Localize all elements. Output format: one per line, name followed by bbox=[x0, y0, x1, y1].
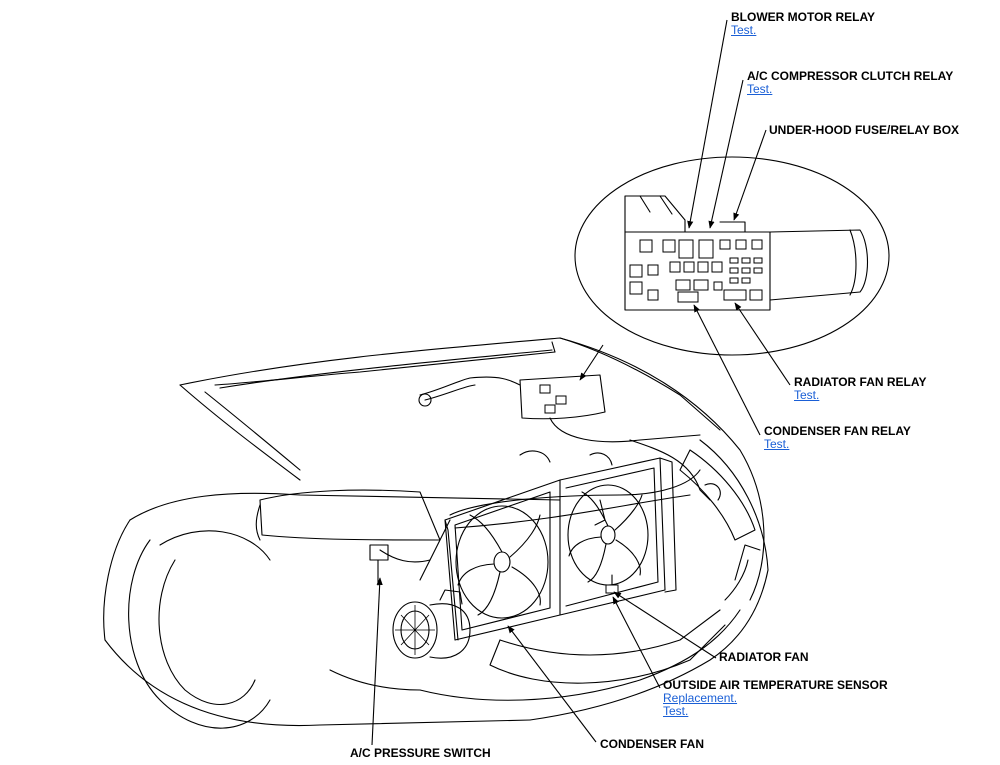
wiring-harness bbox=[214, 351, 721, 586]
radiator-fan bbox=[567, 484, 649, 586]
callout-ac-compressor-clutch-relay: A/C COMPRESSOR CLUTCH RELAY Test. bbox=[747, 70, 953, 96]
ac-compressor-clutch-relay-test-link[interactable]: Test. bbox=[747, 82, 773, 96]
radiator-fan-relay-test-link[interactable]: Test. bbox=[794, 388, 820, 402]
callout-blower-motor-relay: BLOWER MOTOR RELAY Test. bbox=[731, 11, 875, 37]
outside-air-temperature-sensor-label: OUTSIDE AIR TEMPERATURE SENSOR bbox=[663, 678, 888, 692]
radiator-fan-label: RADIATOR FAN bbox=[719, 650, 809, 664]
outside-air-temperature-sensor-replacement-link[interactable]: Replacement. bbox=[663, 691, 738, 705]
condenser-radiator-assembly bbox=[444, 457, 677, 641]
callout-ac-pressure-switch: A/C PRESSURE SWITCH bbox=[350, 747, 491, 760]
callout-radiator-fan: RADIATOR FAN bbox=[719, 651, 809, 664]
outside-air-temperature-sensor-test-link[interactable]: Test. bbox=[663, 704, 689, 718]
outside-air-temperature-sensor bbox=[605, 574, 619, 594]
callout-condenser-fan-relay: CONDENSER FAN RELAY Test. bbox=[764, 425, 911, 451]
leader-lines bbox=[371, 19, 791, 746]
ac-pressure-switch-label: A/C PRESSURE SWITCH bbox=[350, 746, 491, 760]
car-body bbox=[103, 337, 769, 729]
blower-motor-relay-label: BLOWER MOTOR RELAY bbox=[731, 10, 876, 24]
ac-compressor bbox=[392, 589, 471, 659]
condenser-fan-relay-label: CONDENSER FAN RELAY bbox=[764, 424, 911, 438]
blower-motor-relay-test-link[interactable]: Test. bbox=[731, 23, 757, 37]
ac-compressor-clutch-relay-label: A/C COMPRESSOR CLUTCH RELAY bbox=[747, 69, 954, 83]
under-hood-fuse-relay-box-label: UNDER-HOOD FUSE/RELAY BOX bbox=[769, 123, 960, 137]
callout-outside-air-temperature-sensor: OUTSIDE AIR TEMPERATURE SENSOR Replaceme… bbox=[663, 679, 888, 718]
radiator-fan-relay-label: RADIATOR FAN RELAY bbox=[794, 375, 927, 389]
callout-condenser-fan: CONDENSER FAN bbox=[600, 738, 704, 751]
callout-radiator-fan-relay: RADIATOR FAN RELAY Test. bbox=[794, 376, 926, 402]
condenser-fan-label: CONDENSER FAN bbox=[600, 737, 705, 751]
fuse-relay-box-inset bbox=[574, 156, 890, 356]
condenser-fan bbox=[455, 505, 549, 619]
condenser-fan-relay-test-link[interactable]: Test. bbox=[764, 437, 790, 451]
callout-under-hood-fuse-relay-box: UNDER-HOOD FUSE/RELAY BOX bbox=[769, 124, 959, 137]
